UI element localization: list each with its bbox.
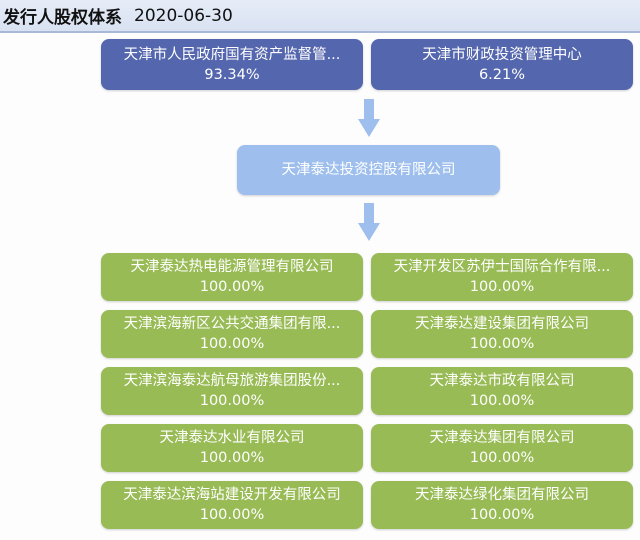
subsidiary-box: 天津泰达水业有限公司 100.00% — [101, 424, 363, 472]
subsidiary-percentage: 100.00% — [469, 279, 535, 295]
subsidiary-percentage: 100.00% — [199, 393, 265, 409]
subsidiary-name: 天津滨海新区公共交通集团有限... — [123, 316, 341, 332]
subsidiary-name: 天津滨海泰达航母旅游集团股份... — [123, 373, 341, 389]
subsidiary-name: 天津泰达集团有限公司 — [429, 430, 575, 446]
shareholder-box: 天津市财政投资管理中心 6.21% — [371, 39, 633, 90]
holding-company-box: 天津泰达投资控股有限公司 — [237, 145, 500, 195]
subsidiary-percentage: 100.00% — [199, 336, 265, 352]
subsidiary-percentage: 100.00% — [469, 393, 535, 409]
subsidiary-name: 天津泰达滨海站建设开发有限公司 — [123, 487, 341, 503]
header-bar: 发行人股权体系 2020-06-30 — [0, 0, 640, 33]
subsidiary-name: 天津泰达市政有限公司 — [429, 373, 575, 389]
subsidiary-box: 天津泰达市政有限公司 100.00% — [371, 367, 633, 415]
shareholder-name: 天津市财政投资管理中心 — [422, 46, 582, 63]
shareholder-percentage: 6.21% — [478, 66, 526, 83]
shareholder-name: 天津市人民政府国有资产监督管... — [123, 46, 341, 63]
subsidiary-box: 天津滨海新区公共交通集团有限... 100.00% — [101, 310, 363, 358]
subsidiary-name: 天津泰达建设集团有限公司 — [415, 316, 589, 332]
down-arrow-icon — [358, 203, 380, 241]
subsidiary-percentage: 100.00% — [199, 279, 265, 295]
subsidiary-box: 天津开发区苏伊士国际合作有限... 100.00% — [371, 253, 633, 301]
down-arrow-icon — [358, 99, 380, 137]
shareholder-box: 天津市人民政府国有资产监督管... 93.34% — [101, 39, 363, 90]
subsidiary-box: 天津泰达集团有限公司 100.00% — [371, 424, 633, 472]
subsidiary-box: 天津泰达热电能源管理有限公司 100.00% — [101, 253, 363, 301]
shareholder-percentage: 93.34% — [204, 66, 260, 83]
subsidiary-name: 天津泰达绿化集团有限公司 — [415, 487, 589, 503]
subsidiary-percentage: 100.00% — [199, 507, 265, 523]
page-title: 发行人股权体系 — [3, 8, 122, 28]
subsidiary-name: 天津泰达水业有限公司 — [159, 430, 305, 446]
holding-company-name: 天津泰达投资控股有限公司 — [281, 162, 456, 178]
subsidiary-percentage: 100.00% — [199, 450, 265, 466]
subsidiary-percentage: 100.00% — [469, 450, 535, 466]
subsidiary-percentage: 100.00% — [469, 336, 535, 352]
subsidiary-name: 天津泰达热电能源管理有限公司 — [130, 259, 334, 275]
subsidiary-box: 天津泰达滨海站建设开发有限公司 100.00% — [101, 481, 363, 529]
subsidiary-box: 天津滨海泰达航母旅游集团股份... 100.00% — [101, 367, 363, 415]
subsidiary-name: 天津开发区苏伊士国际合作有限... — [393, 259, 611, 275]
subsidiary-box: 天津泰达建设集团有限公司 100.00% — [371, 310, 633, 358]
report-date: 2020-06-30 — [134, 5, 233, 26]
subsidiary-percentage: 100.00% — [469, 507, 535, 523]
subsidiary-box: 天津泰达绿化集团有限公司 100.00% — [371, 481, 633, 529]
